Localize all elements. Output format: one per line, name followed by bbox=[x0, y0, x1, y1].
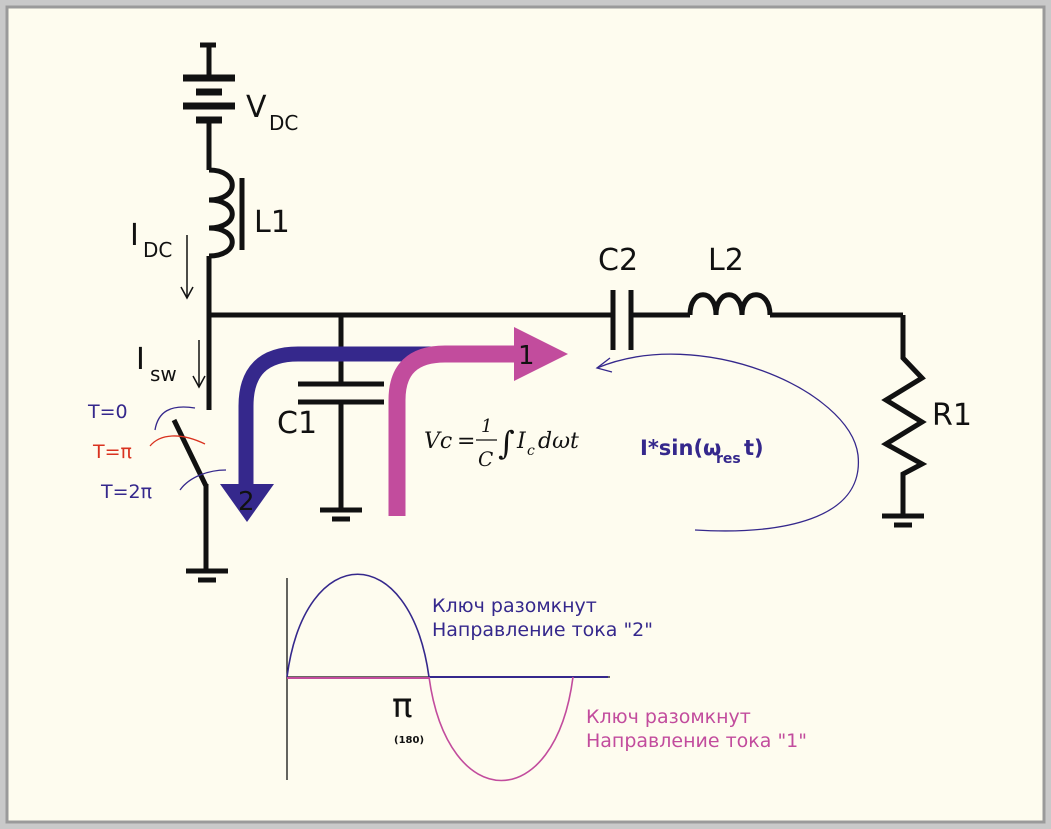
switch-arrow-t0 bbox=[154, 406, 196, 431]
svg-text:dωt: dωt bbox=[538, 429, 579, 454]
pi-degrees-label: (180) bbox=[394, 735, 424, 746]
idc-label: I bbox=[130, 218, 139, 253]
capacitor-voltage-formula: Vc = 1 C ∫ I c dωt bbox=[424, 416, 579, 471]
c1-label: C1 bbox=[277, 406, 317, 441]
l1-label: L1 bbox=[254, 205, 290, 240]
arrow-1-label: 1 bbox=[518, 341, 535, 371]
switch-arrow-tpi bbox=[149, 435, 206, 447]
waveform-positive-half bbox=[286, 573, 430, 678]
switch-arrow-t2pi bbox=[179, 469, 227, 491]
current-path-2 bbox=[238, 346, 520, 494]
isw-current-arrow bbox=[192, 340, 206, 389]
isw-label: I bbox=[136, 342, 145, 377]
capacitor-c2 bbox=[610, 290, 634, 350]
resonance-loop-arrow bbox=[596, 353, 859, 532]
waveform-negative-half bbox=[428, 676, 574, 782]
svg-text:∫: ∫ bbox=[498, 424, 515, 462]
current-path-1 bbox=[388, 345, 520, 516]
vdc-label: V bbox=[246, 90, 267, 125]
c2-label: C2 bbox=[598, 243, 638, 278]
isw-subscript: sw bbox=[150, 362, 177, 386]
resonance-current-label: I*sin(ω res t) bbox=[640, 436, 764, 467]
svg-text:I: I bbox=[516, 429, 527, 454]
arrow-2-label: 2 bbox=[238, 487, 255, 517]
current-arrowhead-2 bbox=[220, 484, 274, 522]
svg-text:Vc: Vc bbox=[424, 429, 452, 454]
legend-current-1-line2: Направление тока "1" bbox=[586, 730, 807, 752]
svg-text:C: C bbox=[478, 447, 493, 471]
inductor-l2 bbox=[687, 292, 773, 316]
legend-current-2-line2: Направление тока "2" bbox=[432, 619, 653, 641]
legend-current-2-line1: Ключ разомкнут bbox=[432, 595, 597, 617]
resonance-loop-arrowhead bbox=[595, 357, 613, 373]
current-arrowhead-1 bbox=[514, 327, 568, 381]
pi-label: π bbox=[392, 686, 412, 726]
svg-text:res: res bbox=[716, 451, 741, 467]
svg-text:c: c bbox=[527, 443, 535, 459]
idc-current-arrow bbox=[180, 235, 194, 300]
diagram-panel bbox=[5, 5, 1046, 824]
inductor-l1 bbox=[206, 167, 245, 410]
svg-text:1: 1 bbox=[481, 416, 492, 437]
switch-state-t0: T=0 bbox=[87, 401, 128, 423]
vdc-subscript: DC bbox=[269, 111, 298, 135]
svg-text:t): t) bbox=[744, 436, 764, 460]
switch-state-tpi: T=π bbox=[92, 441, 132, 463]
l2-label: L2 bbox=[708, 243, 744, 278]
dc-battery bbox=[183, 42, 235, 170]
resistor-r1 bbox=[881, 315, 928, 528]
svg-text:I*sin(ω: I*sin(ω bbox=[640, 436, 721, 460]
r1-label: R1 bbox=[932, 398, 972, 433]
switch-ground bbox=[186, 568, 228, 583]
svg-text:=: = bbox=[457, 429, 475, 454]
switch-state-t2pi: T=2π bbox=[100, 481, 152, 503]
legend-current-1-line1: Ключ разомкнут bbox=[586, 706, 751, 728]
idc-subscript: DC bbox=[143, 238, 172, 262]
